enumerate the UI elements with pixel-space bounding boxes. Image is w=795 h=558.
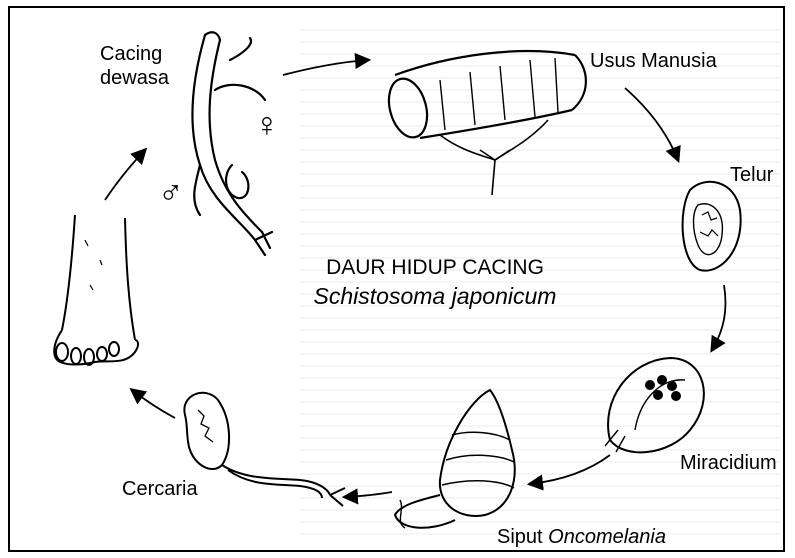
title-line1: DAUR HIDUP CACING bbox=[326, 256, 544, 279]
label-cercaria: Cercaria bbox=[122, 478, 198, 500]
foot-drawing bbox=[54, 215, 138, 365]
arrow-cercaria-to-foot bbox=[132, 390, 175, 418]
male-symbol: ♂ bbox=[158, 176, 184, 210]
label-snail-prefix: Siput bbox=[497, 526, 543, 548]
label-human-intestine: Usus Manusia bbox=[590, 50, 717, 72]
title-scientific-name: Schistosoma japonicum bbox=[270, 284, 600, 308]
label-miracidium: Miracidium bbox=[680, 452, 777, 474]
diagram-title: DAUR HIDUP CACING Schistosoma japonicum bbox=[270, 256, 600, 308]
arrow-foot-to-worm bbox=[105, 150, 145, 200]
label-egg: Telur bbox=[730, 164, 773, 186]
label-snail-genus: Oncomelania bbox=[548, 526, 666, 548]
label-snail: Siput Oncomelania bbox=[497, 526, 666, 548]
label-adult-worm: Cacing dewasa bbox=[100, 42, 169, 90]
female-symbol: ♀ bbox=[254, 108, 280, 142]
